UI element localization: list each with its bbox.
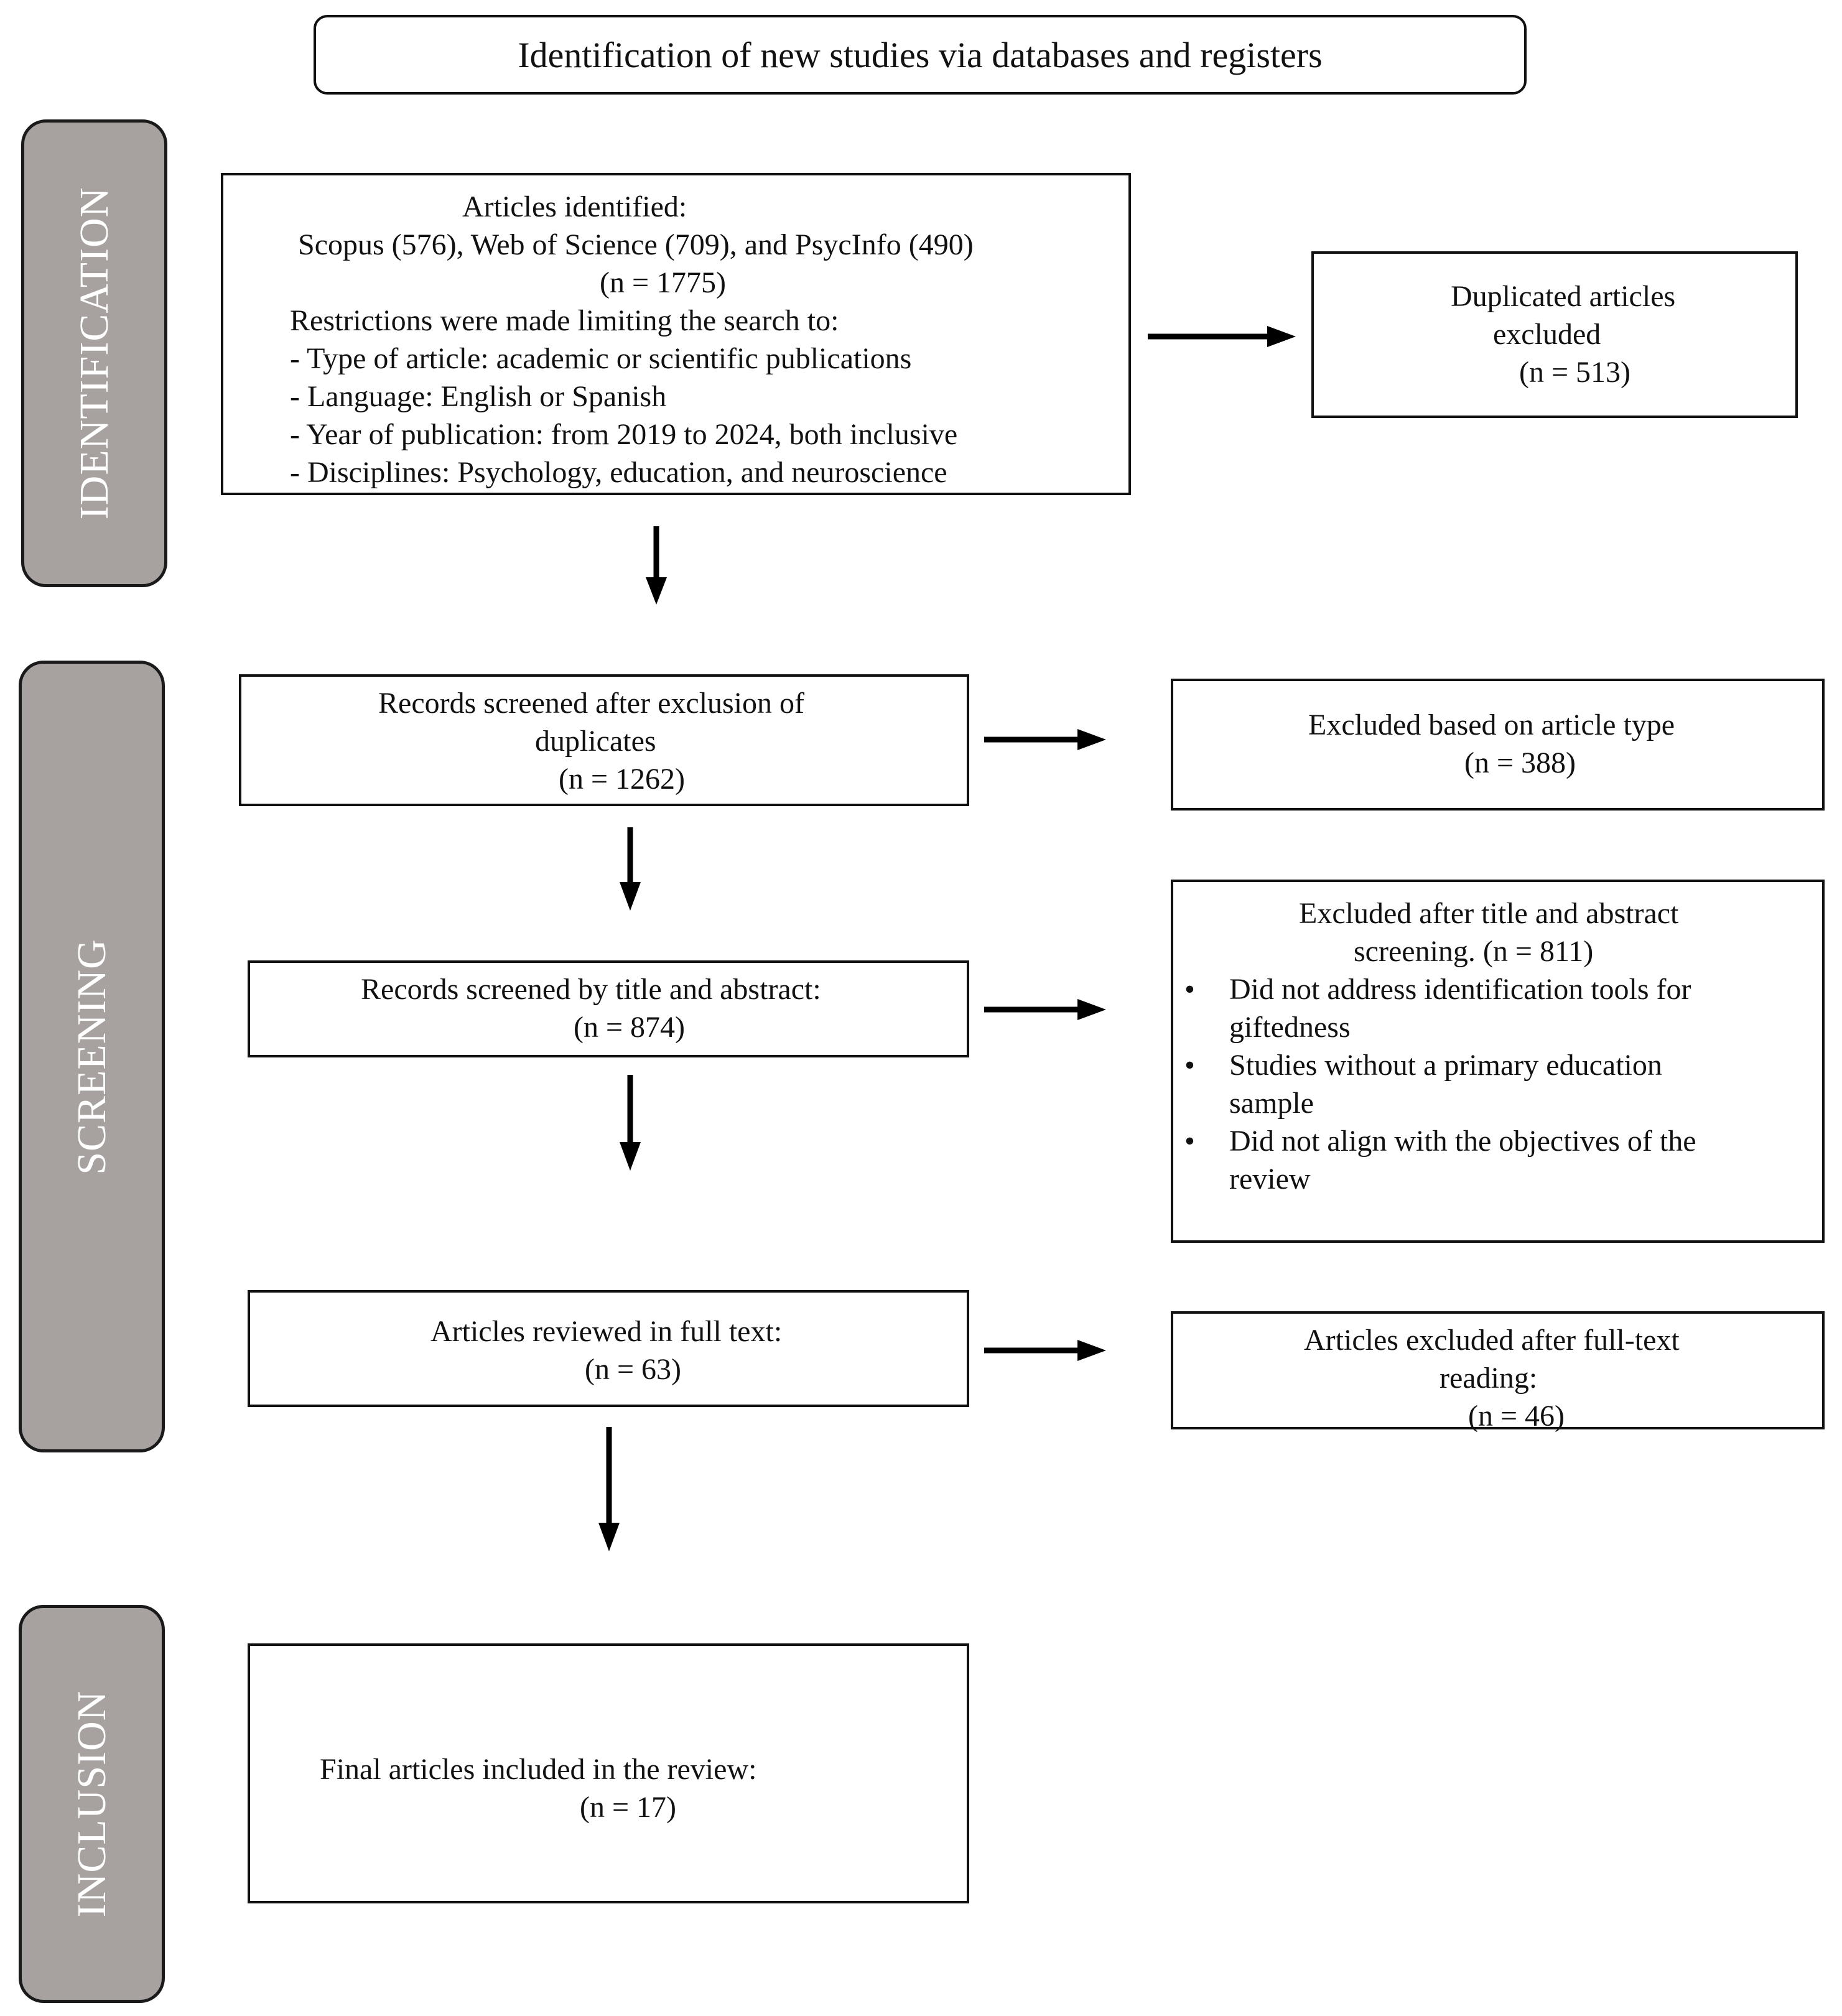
- diagram-title-box: Identification of new studies via databa…: [314, 15, 1527, 95]
- screened-box: Records screened after exclusion of dupl…: [239, 674, 969, 806]
- identified-sources: Scopus (576), Web of Science (709), and …: [298, 228, 974, 261]
- restrictions-heading: Restrictions were made limiting the sear…: [290, 304, 839, 337]
- title-abstract-line1: Records screened by title and abstract:: [361, 973, 821, 1006]
- title-abstract-box: Records screened by title and abstract: …: [248, 960, 969, 1057]
- excluded-ft-count: (n = 46): [1468, 1400, 1565, 1433]
- screened-line2: duplicates: [535, 725, 656, 758]
- screened-line1: Records screened after exclusion of: [378, 687, 805, 720]
- arrow-to-final: [598, 1427, 620, 1551]
- exclusion-reasons-list: Did not address identification tools for…: [1173, 970, 1696, 1198]
- phase-inclusion-label: INCLUSION: [68, 1690, 114, 1918]
- phase-identification-label: IDENTIFICATION: [71, 187, 117, 520]
- phase-inclusion: INCLUSION: [19, 1605, 165, 2003]
- duplicates-line2: excluded: [1493, 318, 1601, 351]
- arrow-to-duplicates: [1148, 326, 1296, 347]
- excluded-full-text-box: Articles excluded after full-text readin…: [1171, 1311, 1825, 1433]
- excluded-ft-line1: Articles excluded after full-text: [1304, 1324, 1680, 1357]
- restriction-article-type: - Type of article: academic or scientifi…: [290, 342, 912, 375]
- arrow-to-full-text: [620, 1075, 641, 1171]
- title-abstract-count: (n = 874): [574, 1011, 686, 1044]
- restriction-language: - Language: English or Spanish: [290, 380, 667, 413]
- excluded-type-count: (n = 388): [1464, 746, 1576, 779]
- excluded-ta-count: screening. (n = 811): [1354, 935, 1594, 968]
- diagram-title: Identification of new studies via databa…: [518, 34, 1323, 75]
- exclusion-reason: Studies without a primary education samp…: [1173, 1046, 1696, 1122]
- restriction-year: - Year of publication: from 2019 to 2024…: [290, 418, 958, 451]
- phase-screening: SCREENING: [19, 661, 165, 1452]
- exclusion-reason: Did not align with the objectives of the…: [1173, 1122, 1696, 1198]
- restriction-disciplines: - Disciplines: Psychology, education, an…: [290, 456, 947, 489]
- full-text-count: (n = 63): [585, 1353, 682, 1386]
- duplicates-excluded-box: Duplicated articles excluded (n = 513): [1311, 251, 1798, 418]
- arrow-to-title-abstract: [620, 827, 641, 911]
- phase-identification: IDENTIFICATION: [21, 119, 167, 587]
- arrow-to-excluded-full-text: [984, 1340, 1106, 1361]
- phase-screening-label: SCREENING: [68, 938, 114, 1175]
- exclusion-reason: Did not address identification tools for…: [1173, 970, 1696, 1046]
- full-text-box: Articles reviewed in full text: (n = 63): [248, 1290, 969, 1407]
- identified-box: Articles identified: Scopus (576), Web o…: [221, 173, 1131, 495]
- final-included-box: Final articles included in the review: (…: [248, 1643, 969, 1903]
- arrow-to-screened: [646, 526, 667, 605]
- final-line1: Final articles included in the review:: [320, 1753, 757, 1786]
- excluded-type-line1: Excluded based on article type: [1308, 708, 1675, 741]
- excluded-article-type-box: Excluded based on article type (n = 388): [1171, 679, 1825, 811]
- excluded-ft-line2: reading:: [1440, 1362, 1538, 1395]
- final-count: (n = 17): [580, 1791, 677, 1824]
- arrow-to-excluded-title-abstract: [984, 999, 1106, 1020]
- screened-count: (n = 1262): [559, 763, 686, 796]
- excluded-ta-line1: Excluded after title and abstract: [1299, 897, 1679, 930]
- identified-heading: Articles identified:: [462, 190, 687, 223]
- duplicates-count: (n = 513): [1519, 356, 1631, 389]
- identified-count: (n = 1775): [600, 266, 727, 299]
- arrow-to-excluded-type: [984, 729, 1106, 750]
- excluded-title-abstract-box: Excluded after title and abstract screen…: [1171, 880, 1825, 1243]
- full-text-line1: Articles reviewed in full text:: [430, 1315, 783, 1348]
- duplicates-line1: Duplicated articles: [1451, 280, 1676, 313]
